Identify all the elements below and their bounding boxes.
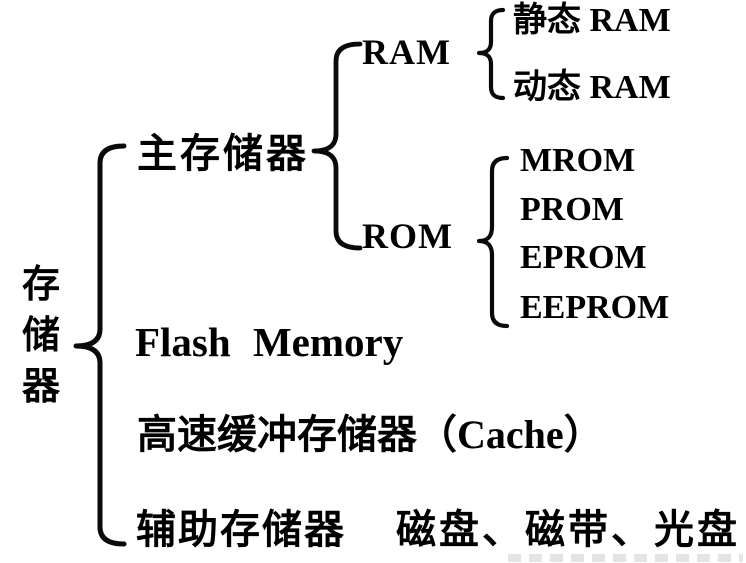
prom-label: PROM: [520, 191, 624, 228]
rom-label: ROM: [362, 216, 453, 256]
cache-label: 高速缓冲存储器（Cache）: [137, 412, 604, 457]
root-label: 存储器: [22, 264, 61, 408]
mrom-label: MROM: [520, 142, 636, 179]
main-memory-label: 主存储器: [137, 131, 309, 176]
eeprom-label: EEPROM: [520, 289, 670, 326]
root-brace: [73, 143, 127, 547]
ram-brace: [476, 7, 506, 101]
dynamic-ram-label: 动态 RAM: [513, 69, 671, 106]
main-memory-brace: [311, 41, 363, 251]
auxiliary-examples-label: 磁盘、磁带、光盘: [396, 507, 740, 552]
watermark-artifact: [508, 554, 743, 562]
rom-brace: [476, 155, 510, 329]
ram-label: RAM: [362, 32, 451, 72]
eprom-label: EPROM: [520, 239, 647, 276]
flash-memory-label: Flash Memory: [135, 319, 404, 365]
static-ram-label: 静态 RAM: [513, 2, 671, 39]
auxiliary-storage-label: 辅助存储器: [136, 507, 346, 552]
